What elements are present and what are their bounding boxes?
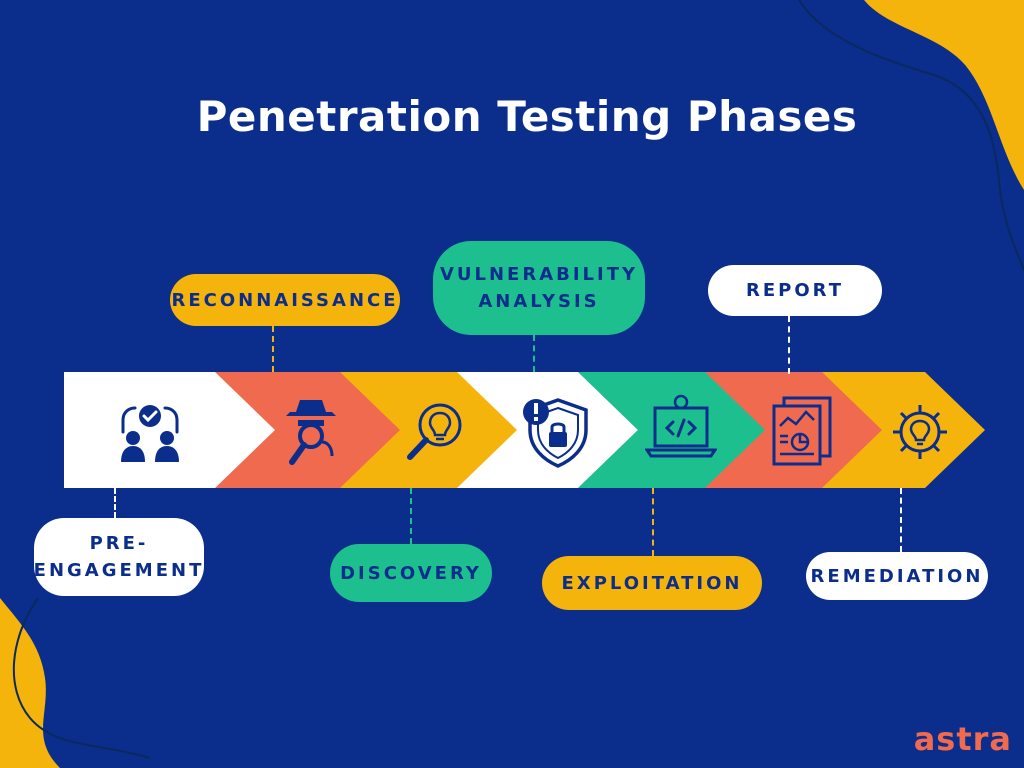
phase-chevron-pre-engagement (64, 372, 275, 488)
connector-report (788, 316, 790, 374)
phase-label-line: ANALYSIS (478, 291, 600, 312)
page-title: Penetration Testing Phases (196, 92, 858, 141)
phase-label-discovery: DISCOVERY (330, 544, 492, 602)
phase-label-remediation: REMEDIATION (806, 552, 988, 600)
corner-decoration-top-right (798, 0, 1024, 271)
spy-magnifier-icon (286, 400, 336, 465)
connector-vulnerability-analysis (533, 335, 535, 372)
gear-bulb-icon (893, 405, 947, 459)
phase-label-line: ENGAGEMENT (33, 560, 205, 581)
magnifier-bulb-icon (407, 403, 462, 460)
connector-discovery (410, 488, 412, 544)
connector-remediation (900, 488, 902, 552)
phase-label-text: REMEDIATION (810, 565, 984, 587)
phase-label-line: PRE- (89, 533, 149, 554)
phase-label-exploitation: EXPLOITATION (542, 556, 762, 610)
brand-logo: astra (913, 720, 1012, 758)
phase-label-reconnaissance: RECONNAISSANCE (170, 274, 400, 326)
phase-label-text: EXPLOITATION (561, 572, 743, 594)
phase-label-vulnerability-analysis: VULNERABILITY ANALYSIS (433, 241, 645, 335)
phase-chevron-vulnerability-analysis (455, 372, 638, 488)
phase-chevron-discovery (338, 372, 517, 488)
connector-exploitation (652, 488, 654, 556)
phase-label-report: REPORT (708, 265, 882, 316)
phase-label-text: REPORT (746, 280, 844, 301)
shield-lock-alert-icon (523, 398, 588, 468)
phase-label-text: RECONNAISSANCE (171, 289, 399, 311)
phase-label-text: DISCOVERY (340, 562, 482, 584)
phase-chevron-reconnaissance (213, 372, 400, 488)
phase-label-line: VULNERABILITY (439, 264, 639, 285)
phase-chevron-exploitation (578, 372, 765, 488)
connector-reconnaissance (272, 326, 274, 372)
report-document-icon (772, 396, 832, 466)
corner-decoration-bottom-left (0, 598, 150, 768)
phase-label-pre-engagement: PRE- ENGAGEMENT (34, 518, 204, 596)
handshake-check-icon (121, 405, 179, 462)
laptop-code-icon (645, 394, 717, 458)
connector-pre-engagement (114, 488, 116, 518)
